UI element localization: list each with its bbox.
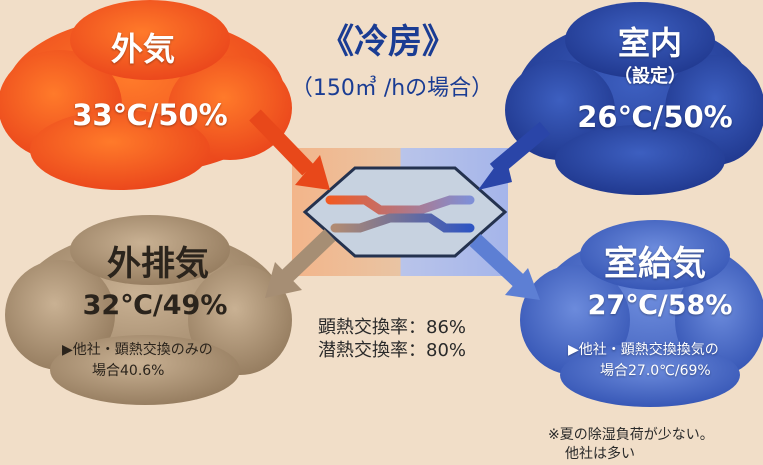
flow-arrow-outdoor-in	[249, 109, 330, 190]
footnote-line2: 他社は多い	[565, 446, 635, 462]
flow-arrow-exhaust	[265, 229, 336, 298]
supply-note-line1: ▶他社・顕熱交換換気の	[568, 342, 719, 358]
exhaust-value: 32℃/49%	[82, 290, 228, 321]
sensible-exchange-rate: 顕熱交換率：86%	[318, 317, 467, 338]
outdoor-label: 外気	[110, 30, 176, 68]
flow-arrow-supply	[469, 234, 540, 300]
supply-label: 室給気	[604, 244, 706, 284]
exhaust-air-cloud	[5, 215, 292, 405]
outdoor-value: 33℃/50%	[72, 98, 228, 132]
latent-exchange-rate: 潜熱交換率：80%	[318, 340, 467, 361]
exhaust-note-line2: 場合40.6%	[92, 363, 165, 379]
supply-value: 27℃/58%	[587, 290, 733, 321]
supply-note-line2: 場合27.0℃/69%	[600, 363, 711, 379]
indoor-value: 26℃/50%	[577, 100, 733, 134]
supply-air-cloud	[520, 220, 763, 407]
exhaust-note-line1: ▶他社・顕熱交換のみの	[62, 342, 213, 358]
diagram-title: 《冷房》	[320, 22, 456, 62]
heat-exchanger-unit	[292, 148, 508, 276]
flow-arrow-indoor-out	[478, 121, 551, 190]
footnote-line1: ※夏の除湿負荷が少ない。	[548, 427, 714, 443]
exhaust-label: 外排気	[107, 244, 209, 284]
outdoor-air-cloud	[0, 0, 292, 190]
diagram-subtitle: （150㎥ /hの場合）	[290, 76, 494, 101]
indoor-sublabel: （設定）	[614, 66, 686, 87]
indoor-label: 室内	[617, 24, 683, 62]
